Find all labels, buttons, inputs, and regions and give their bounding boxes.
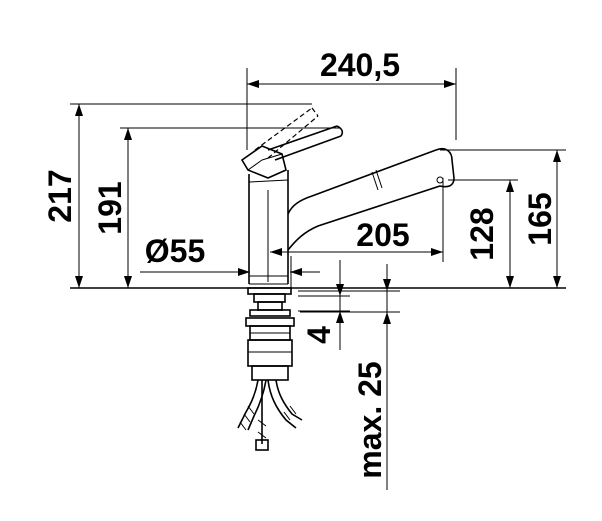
label-reach-spout: 205 (356, 217, 409, 253)
dimension-width-total: 240,5 (246, 47, 457, 150)
spout-outlet (436, 176, 444, 184)
dimension-height-total: 217 (42, 103, 312, 288)
mixer-head (240, 145, 287, 179)
supply-hoses (237, 379, 303, 451)
label-height-lever: 191 (92, 181, 128, 234)
dimension-countertop-max: max. 25 (298, 264, 400, 490)
lever-handle (267, 125, 344, 161)
dimension-hole-min: 4 (298, 260, 350, 350)
lever-raised-dashed (254, 107, 319, 159)
mounting-shank (245, 287, 295, 381)
label-base-diameter: Ø55 (145, 233, 205, 269)
dimension-base-diameter: Ø55 (140, 233, 320, 288)
faucet-illustration (237, 107, 455, 451)
faucet-spout (287, 147, 455, 251)
label-height-outlet: 128 (464, 207, 500, 260)
dimension-height-spout: 165 (440, 149, 566, 288)
dimension-height-lever: 191 (92, 127, 340, 288)
label-height-spout: 165 (522, 192, 558, 245)
dimension-height-outlet: 128 (448, 179, 518, 288)
label-height-total: 217 (42, 169, 78, 222)
faucet-body (248, 170, 289, 285)
label-hole-min: 4 (301, 326, 337, 344)
label-countertop-max: max. 25 (352, 361, 388, 478)
dimension-reach-spout: 205 (270, 178, 444, 262)
label-width-total: 240,5 (320, 47, 400, 83)
